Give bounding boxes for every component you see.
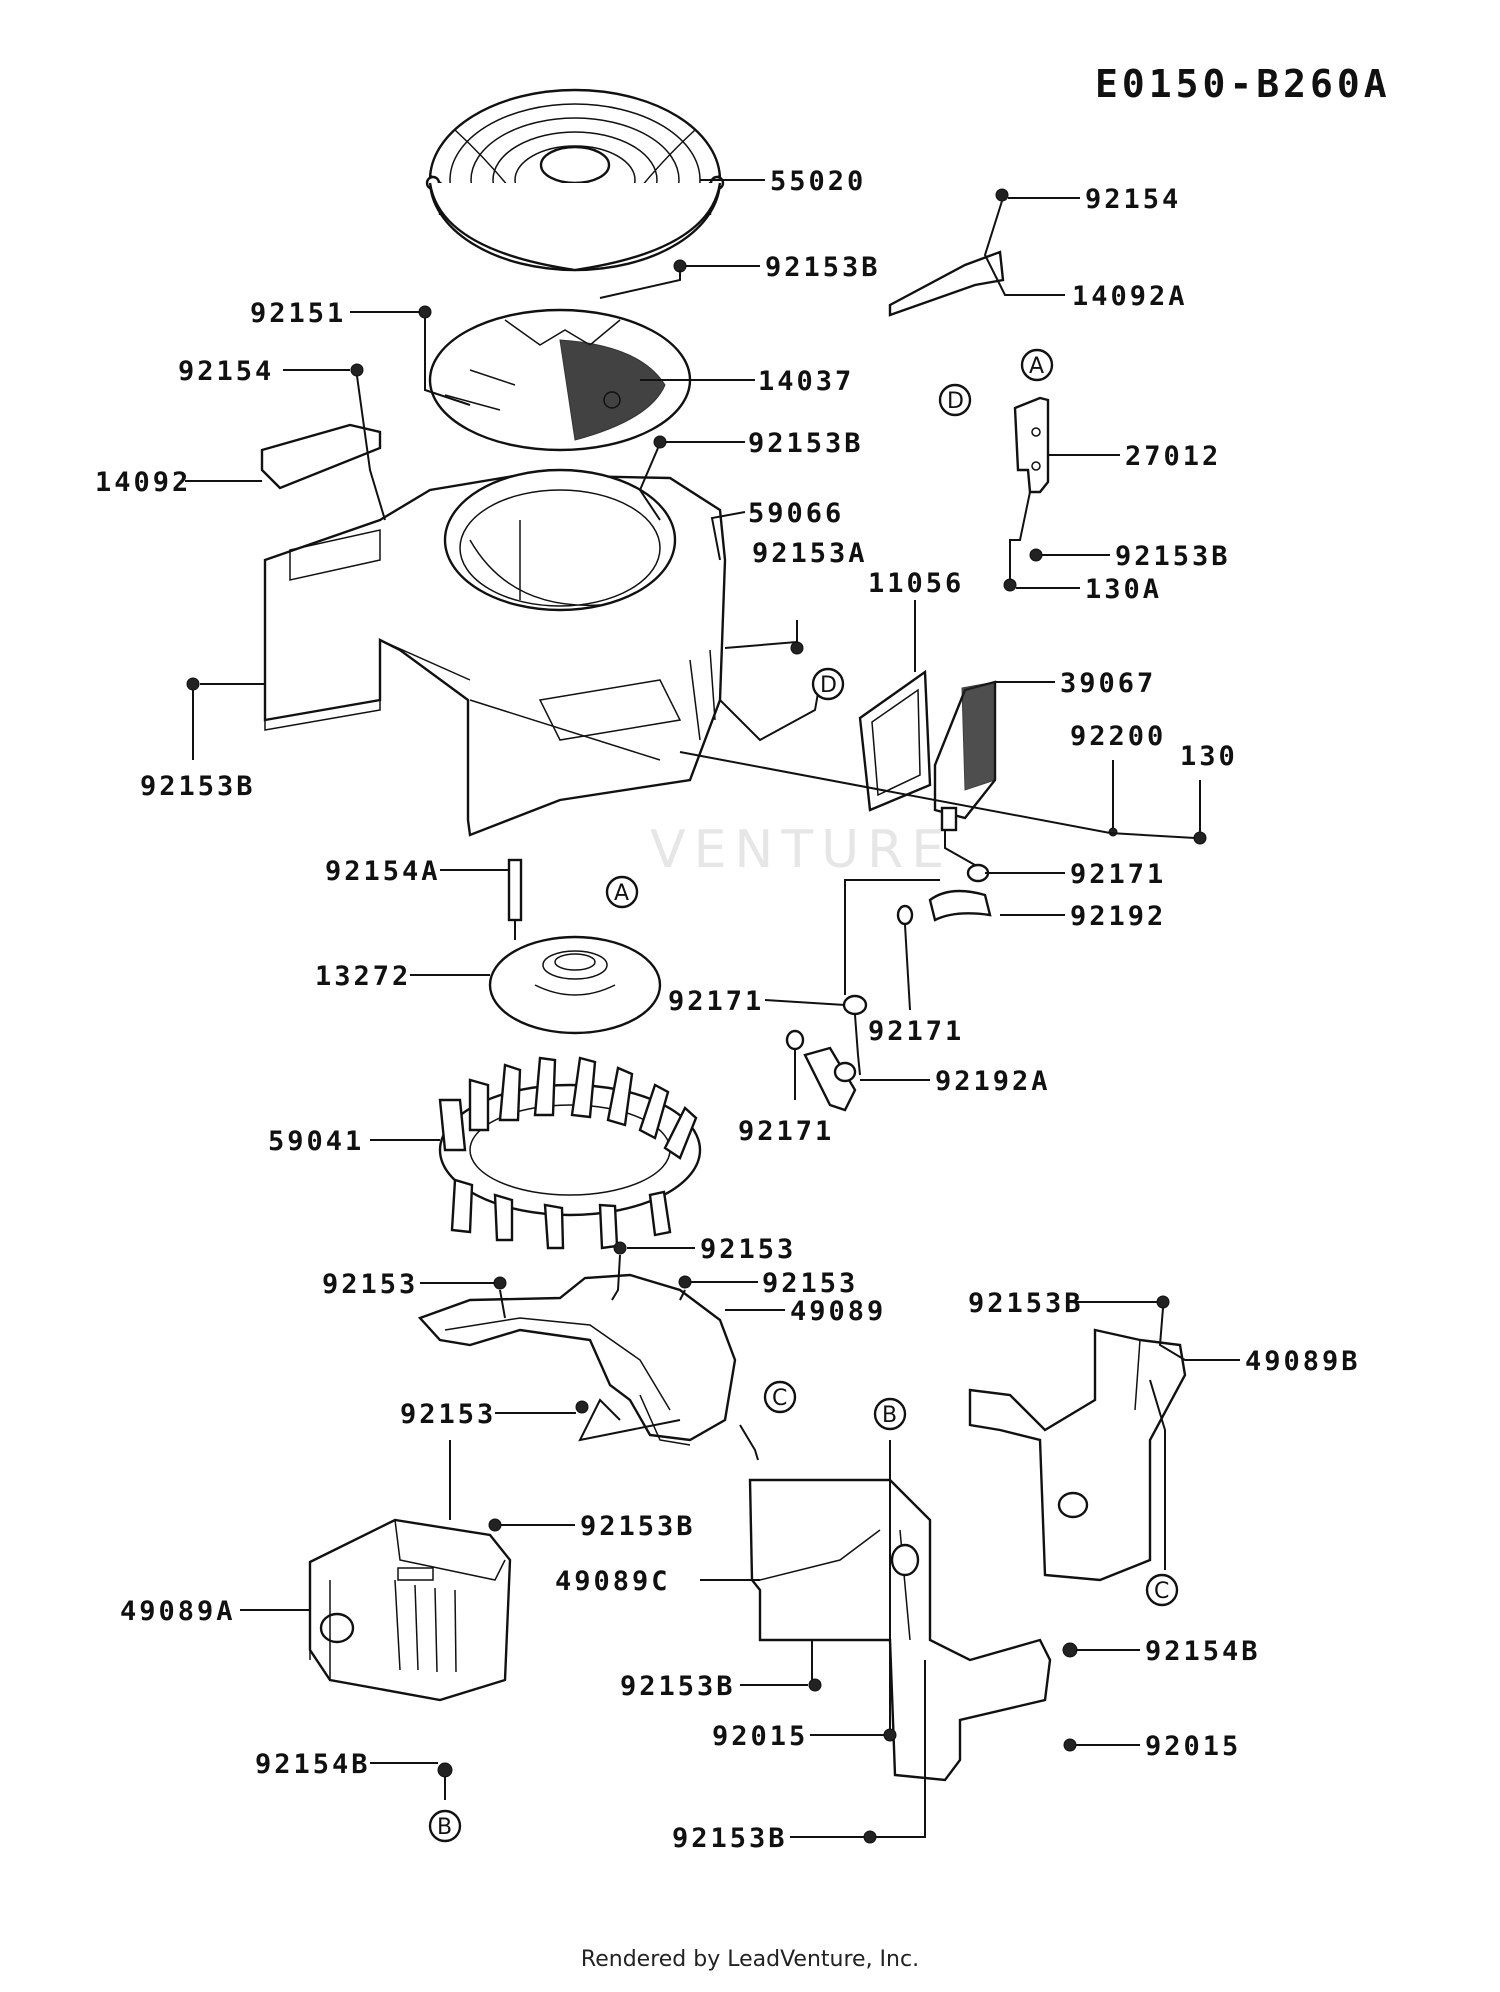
label-92192: 92192: [1070, 901, 1166, 932]
ref-c-right: C: [1154, 1579, 1169, 1604]
label-59066: 59066: [748, 498, 844, 529]
label-92153b-screen: 92153B: [765, 252, 881, 283]
label-92153b-cover: 92153B: [748, 428, 864, 459]
reference-markers: A D D A C B C B: [428, 348, 1179, 1843]
label-92192a: 92192A: [935, 1066, 1051, 1097]
plate-49089b-part: [968, 1328, 1187, 1582]
label-39067: 39067: [1060, 668, 1156, 699]
label-14092: 14092: [95, 467, 191, 498]
fastener-bolts: [186, 188, 1207, 1844]
blower-housing-part: [263, 468, 727, 837]
label-92153-top: 92153: [700, 1234, 796, 1265]
pin-92154a-part: [507, 858, 523, 922]
fan-part: [438, 1056, 702, 1250]
watermark: VENTURE: [650, 820, 953, 880]
label-14037: 14037: [758, 366, 854, 397]
label-92153b-bottom: 92153B: [672, 1823, 788, 1854]
label-92153b-bracket: 92153B: [1115, 541, 1231, 572]
label-55020: 55020: [770, 166, 866, 197]
label-59041: 59041: [268, 1126, 364, 1157]
label-92153-right: 92153: [762, 1268, 858, 1299]
diagram-code: E0150-B260A: [1095, 62, 1391, 106]
ref-d-top: D: [947, 389, 964, 414]
oil-cooler-part: [933, 680, 997, 832]
plate-49089c-part: [748, 1478, 1052, 1782]
ref-c-shroud: C: [772, 1386, 787, 1411]
leader-lines: [185, 179, 1240, 1838]
label-92154a: 92154A: [325, 856, 441, 887]
ref-a-middle: A: [614, 881, 629, 906]
label-14092a: 14092A: [1072, 281, 1188, 312]
label-92200: 92200: [1070, 721, 1166, 752]
label-27012: 27012: [1125, 441, 1221, 472]
label-49089: 49089: [790, 1296, 886, 1327]
ref-b-bottom: B: [437, 1815, 452, 1840]
label-92153b-right: 92153B: [968, 1288, 1084, 1319]
label-92015-middle: 92015: [712, 1721, 808, 1752]
label-92171-upper: 92171: [1070, 859, 1166, 890]
label-92153b-lower: 92153B: [580, 1511, 696, 1542]
label-49089c: 49089C: [555, 1566, 671, 1597]
label-92153a: 92153A: [752, 538, 868, 569]
label-92154b-left: 92154B: [255, 1749, 371, 1780]
label-92171-middle: 92171: [868, 1016, 964, 1047]
hoses-part: [785, 863, 992, 1112]
label-92151: 92151: [250, 298, 346, 329]
label-130: 130: [1180, 741, 1238, 772]
label-92153b-middle: 92153B: [620, 1671, 736, 1702]
bracket-27012-part: [1013, 396, 1050, 494]
gasket-part: [858, 669, 932, 812]
label-92171-left: 92171: [668, 986, 764, 1017]
cover-plate-part: [428, 308, 692, 452]
cover-49089a-part: [308, 1518, 512, 1702]
plate-14092-part: [260, 423, 382, 490]
ref-a-top: A: [1029, 354, 1044, 379]
ref-b-middle: B: [882, 1403, 897, 1428]
label-92153b-left: 92153B: [140, 771, 256, 802]
label-11056: 11056: [868, 568, 964, 599]
ref-d-middle: D: [820, 673, 837, 698]
label-13272: 13272: [315, 961, 411, 992]
label-92154b-right: 92154B: [1145, 1636, 1261, 1667]
plate-14092a-part: [888, 250, 1005, 317]
label-49089b: 49089B: [1245, 1346, 1361, 1377]
shroud-49089-part: [417, 1273, 737, 1446]
label-92153-lower: 92153: [400, 1399, 496, 1430]
label-92154-left: 92154: [178, 356, 274, 387]
screen-part: [425, 88, 725, 272]
label-130a: 130A: [1085, 574, 1162, 605]
label-92153-left: 92153: [322, 1269, 418, 1300]
label-92171-lower: 92171: [738, 1116, 834, 1147]
footer-credit: Rendered by LeadVenture, Inc.: [580, 1947, 920, 1972]
label-92154-top: 92154: [1085, 184, 1181, 215]
label-49089a: 49089A: [120, 1596, 236, 1627]
label-92015-right: 92015: [1145, 1731, 1241, 1762]
plate-13272-part: [488, 935, 662, 1035]
